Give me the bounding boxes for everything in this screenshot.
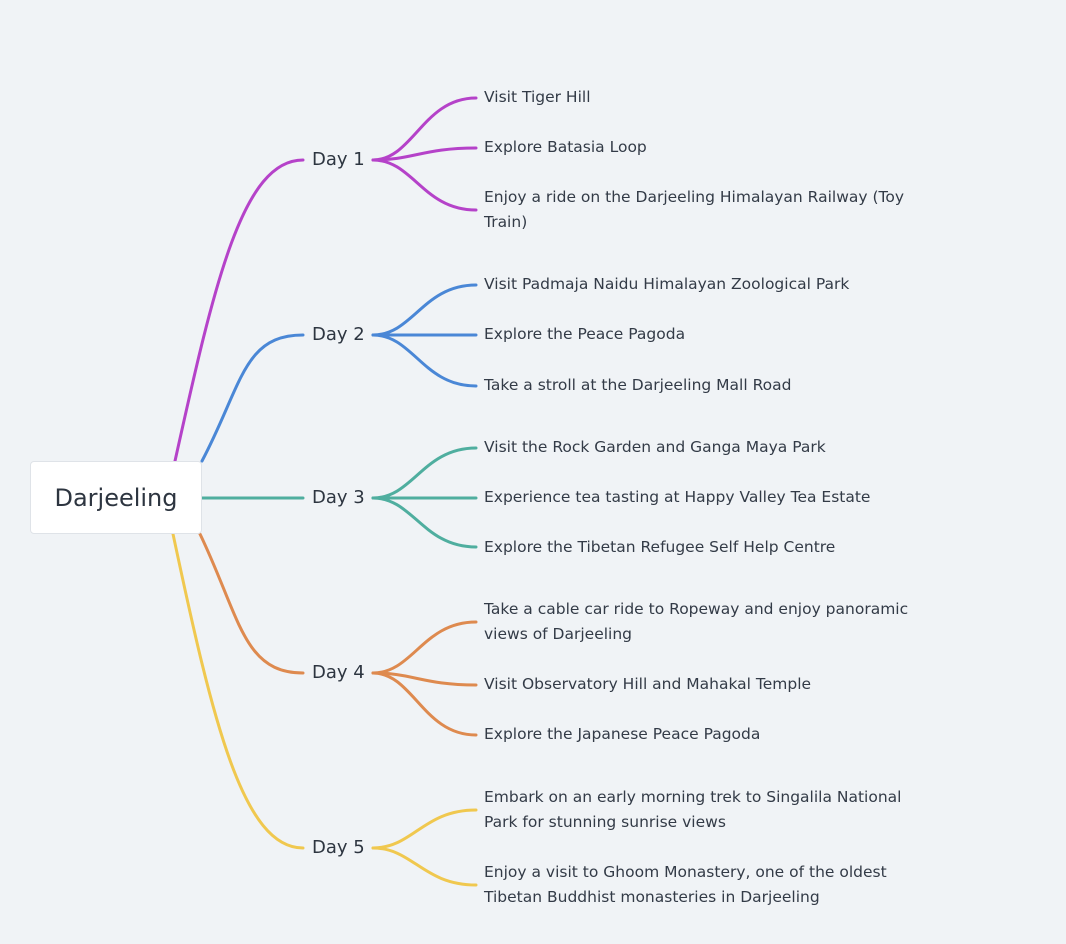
item-connector (371, 620, 478, 675)
root-connector-day-1 (173, 158, 305, 463)
activity-item[interactable]: Visit the Rock Garden and Ganga Maya Par… (484, 438, 826, 456)
item-connector (371, 446, 478, 500)
item-connector (371, 146, 478, 162)
activity-item[interactable]: Experience tea tasting at Happy Valley T… (484, 488, 871, 506)
activity-item[interactable]: Visit Observatory Hill and Mahakal Templ… (484, 675, 812, 693)
activity-item[interactable]: Explore the Tibetan Refugee Self Help Ce… (484, 538, 836, 556)
activity-item[interactable]: Explore the Peace Pagoda (484, 325, 686, 343)
item-connector (371, 496, 478, 549)
day-topic-3[interactable]: Day 3 (312, 487, 365, 508)
day-topic-1[interactable]: Day 1 (312, 149, 365, 170)
item-connector (371, 96, 478, 162)
root-connector-day-4 (198, 532, 305, 675)
activity-item[interactable]: Visit Tiger Hill (484, 88, 591, 106)
item-connector (371, 846, 478, 887)
item-connector (371, 808, 478, 850)
root-topic-label: Darjeeling (54, 483, 178, 512)
item-connector (371, 158, 478, 212)
day-topic-5[interactable]: Day 5 (312, 837, 365, 858)
activity-item[interactable]: Enjoy a ride on the Darjeeling Himalayan… (484, 188, 905, 231)
activity-item[interactable]: Enjoy a visit to Ghoom Monastery, one of… (484, 863, 887, 906)
item-connector (371, 283, 478, 337)
activity-item[interactable]: Explore Batasia Loop (484, 138, 647, 156)
day-topic-4[interactable]: Day 4 (312, 662, 365, 683)
item-connector (371, 671, 478, 737)
activity-item[interactable]: Embark on an early morning trek to Singa… (484, 788, 902, 831)
root-connector-day-5 (171, 532, 305, 850)
root-topic[interactable]: Darjeeling (30, 461, 202, 534)
activity-item[interactable]: Take a stroll at the Darjeeling Mall Roa… (484, 376, 792, 394)
item-connector (371, 333, 478, 388)
root-connector-day-2 (200, 333, 305, 463)
day-topic-2[interactable]: Day 2 (312, 324, 365, 345)
activity-item[interactable]: Explore the Japanese Peace Pagoda (484, 725, 761, 743)
activity-item[interactable]: Visit Padmaja Naidu Himalayan Zoological… (484, 275, 850, 293)
activity-item[interactable]: Take a cable car ride to Ropeway and enj… (484, 600, 909, 643)
